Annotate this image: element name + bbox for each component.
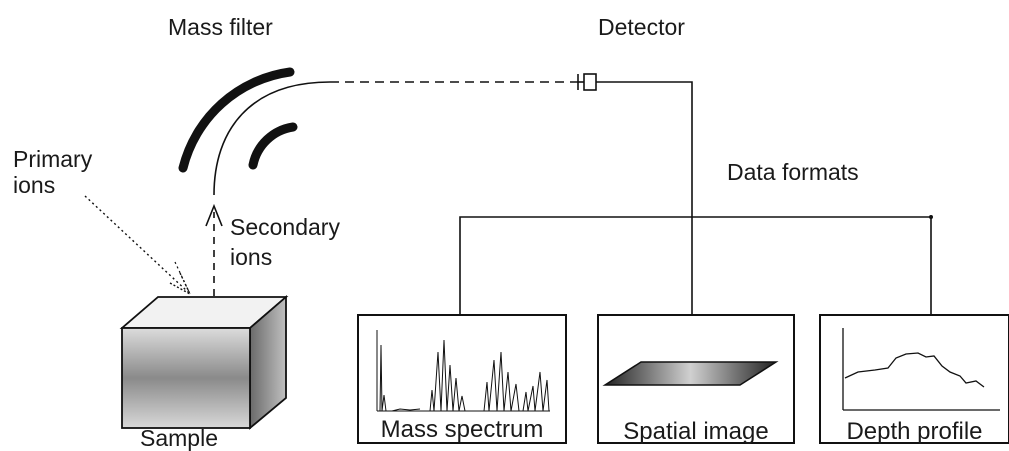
spatial-image-strip bbox=[602, 361, 779, 386]
mass-filter-label: Mass filter bbox=[168, 14, 273, 40]
mass-filter-outer-arc bbox=[178, 67, 295, 173]
mass-filter-inner-arc bbox=[248, 122, 298, 170]
spatial-image-label: Spatial image bbox=[623, 418, 769, 445]
primary-ions-arrow bbox=[84, 195, 192, 296]
mass-spectrum-plot bbox=[376, 330, 550, 412]
depth-profile-plot bbox=[842, 328, 1000, 411]
data-formats-label: Data formats bbox=[727, 159, 859, 185]
ion-trajectory bbox=[213, 81, 331, 196]
detector-icon bbox=[577, 73, 597, 91]
depth-profile-label: Depth profile bbox=[846, 418, 983, 445]
data-tree-bar bbox=[459, 216, 932, 315]
depth-profile-box bbox=[819, 314, 1009, 444]
primary-ions-label-line1: Primary bbox=[13, 146, 93, 172]
spatial-image-box bbox=[597, 314, 795, 444]
secondary-ions-label-line2: ions bbox=[230, 244, 273, 270]
secondary-ions-arrow bbox=[205, 203, 223, 296]
mass-spectrum-label: Mass spectrum bbox=[380, 416, 544, 443]
detector-label: Detector bbox=[598, 14, 685, 40]
primary-ions-label: Primary ions bbox=[13, 146, 92, 198]
secondary-ions-label: Secondary ions bbox=[230, 214, 340, 270]
sample-cube bbox=[119, 295, 289, 430]
detector-cable bbox=[596, 81, 693, 217]
primary-ions-label-line2: ions bbox=[13, 172, 56, 198]
sample-label: Sample bbox=[140, 425, 218, 451]
mass-spectrum-box bbox=[357, 314, 567, 444]
secondary-ions-label-line1: Secondary bbox=[230, 214, 340, 240]
